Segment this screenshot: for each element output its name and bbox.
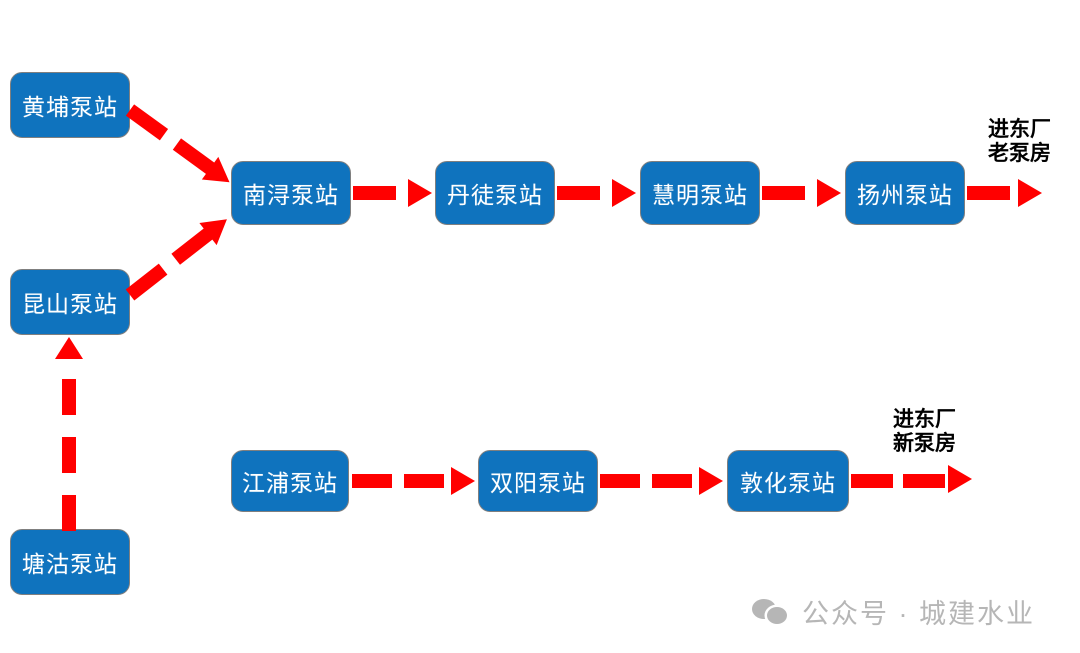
- arrowhead-icon: [408, 179, 432, 207]
- flow-label-line1: 进东厂: [893, 408, 956, 431]
- arrowhead-icon: [817, 179, 841, 207]
- edge-dash: [62, 495, 76, 531]
- node-tanggu[interactable]: 塘沽泵站: [10, 529, 130, 595]
- arrowhead-icon: [948, 465, 972, 493]
- arrowhead-icon: [612, 179, 636, 207]
- flow-label-new-pump-house: 进东厂 新泵房: [893, 408, 956, 455]
- node-shuangyang[interactable]: 双阳泵站: [478, 450, 598, 512]
- watermark: 公众号 · 城建水业: [752, 592, 1035, 631]
- edge-dash: [903, 474, 945, 488]
- watermark-text: 公众号 · 城建水业: [802, 599, 1035, 629]
- node-dantu[interactable]: 丹徒泵站: [435, 161, 555, 225]
- flow-label-line2: 老泵房: [988, 141, 1051, 165]
- arrowhead-icon: [1018, 179, 1042, 207]
- edge-dash: [62, 379, 76, 415]
- flow-label-line2: 新泵房: [893, 431, 956, 455]
- node-nanxun[interactable]: 南浔泵站: [231, 161, 351, 225]
- wechat-icon: [752, 598, 792, 626]
- arrowhead-icon: [55, 337, 83, 359]
- flow-label-old-pump-house: 进东厂 老泵房: [988, 118, 1051, 165]
- edge-dash: [353, 186, 396, 200]
- edge-dash: [352, 474, 392, 488]
- edge-dash: [851, 474, 893, 488]
- edge-dash: [125, 263, 168, 301]
- arrowhead-icon: [699, 467, 723, 495]
- node-yangzhou[interactable]: 扬州泵站: [845, 161, 965, 225]
- node-huiming[interactable]: 慧明泵站: [640, 161, 760, 225]
- edge-dash: [404, 474, 444, 488]
- edge-dash: [62, 437, 76, 473]
- node-jiangpu[interactable]: 江浦泵站: [231, 450, 349, 512]
- arrowhead-icon: [451, 467, 475, 495]
- edge-dash: [125, 104, 169, 141]
- flow-label-line1: 进东厂: [988, 118, 1051, 141]
- edge-dash: [762, 186, 805, 200]
- node-huangpu[interactable]: 黄埔泵站: [10, 72, 130, 138]
- node-dunhua[interactable]: 敦化泵站: [727, 450, 849, 512]
- edge-dash: [652, 474, 692, 488]
- edge-dash: [557, 186, 600, 200]
- node-kunshan[interactable]: 昆山泵站: [10, 269, 130, 335]
- edge-dash: [600, 474, 640, 488]
- edge-dash: [967, 186, 1010, 200]
